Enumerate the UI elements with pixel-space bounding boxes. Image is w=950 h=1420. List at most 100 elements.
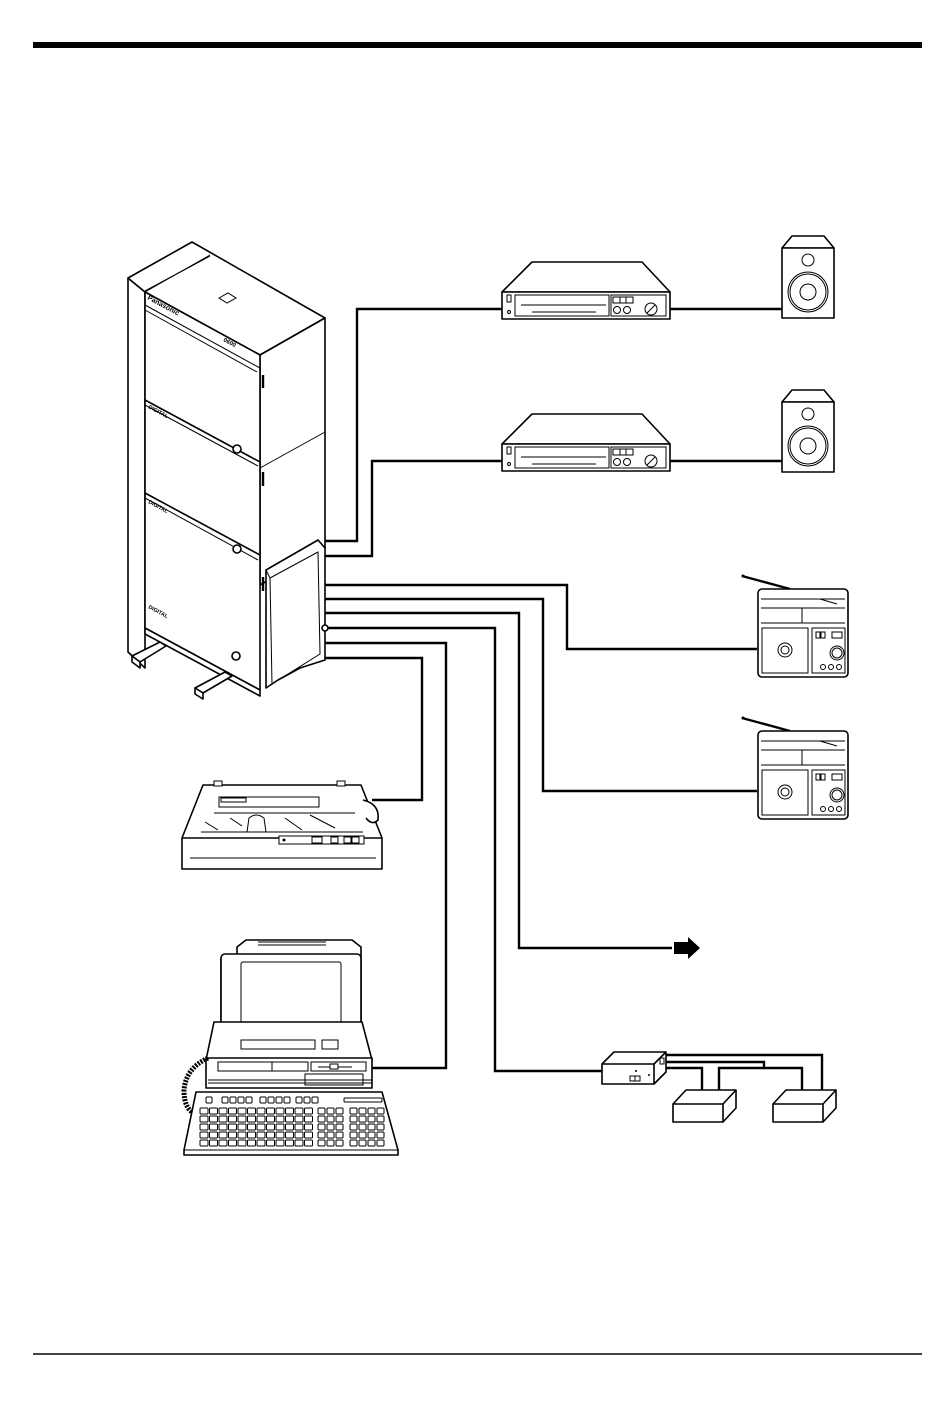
key xyxy=(335,1131,344,1139)
key xyxy=(221,1096,229,1104)
knob-icon xyxy=(623,458,631,466)
key xyxy=(209,1139,218,1147)
amplifier-2[interactable] xyxy=(501,413,671,472)
key xyxy=(349,1107,358,1115)
speaker-2[interactable] xyxy=(781,389,835,473)
key xyxy=(304,1131,313,1139)
key xyxy=(295,1096,303,1104)
key xyxy=(304,1115,313,1123)
key xyxy=(245,1096,253,1104)
key xyxy=(237,1107,247,1115)
cabinet-display: 0600 xyxy=(222,337,237,349)
key xyxy=(367,1115,376,1123)
key xyxy=(199,1139,209,1147)
keyboard-cable xyxy=(181,1055,210,1117)
screw-icon xyxy=(232,444,242,454)
key xyxy=(326,1131,335,1139)
sensor-hub[interactable] xyxy=(601,1051,667,1085)
key xyxy=(256,1131,266,1139)
key xyxy=(199,1107,209,1115)
key xyxy=(228,1139,237,1147)
printer[interactable] xyxy=(181,780,383,870)
key xyxy=(237,1115,247,1123)
key xyxy=(326,1123,335,1131)
key xyxy=(311,1096,319,1104)
key xyxy=(275,1115,285,1123)
key xyxy=(209,1115,218,1123)
key xyxy=(205,1096,213,1104)
key xyxy=(275,1096,283,1104)
monitor-vent xyxy=(258,941,326,946)
knob-icon xyxy=(623,306,631,314)
knob-icon xyxy=(613,306,621,314)
key xyxy=(247,1131,256,1139)
key xyxy=(266,1139,275,1147)
key xyxy=(285,1107,294,1115)
computer[interactable] xyxy=(181,939,399,1156)
key xyxy=(275,1139,285,1147)
key xyxy=(317,1115,326,1123)
sensor-box-2[interactable] xyxy=(772,1089,837,1123)
key xyxy=(304,1107,313,1115)
key xyxy=(326,1115,335,1123)
pbx-cabinet[interactable]: Panasonic 0600 DIGITAL DIGITAL DIGITAL xyxy=(127,241,329,700)
key xyxy=(218,1115,228,1123)
key xyxy=(358,1139,367,1147)
key xyxy=(335,1139,344,1147)
sensor-box-1[interactable] xyxy=(672,1089,737,1123)
key xyxy=(349,1123,358,1131)
keyboard-keys xyxy=(199,1096,385,1147)
key xyxy=(358,1131,367,1139)
key xyxy=(367,1139,376,1147)
key xyxy=(218,1139,228,1147)
amplifier-1[interactable] xyxy=(501,261,671,320)
key xyxy=(317,1123,326,1131)
footer-rule xyxy=(33,1353,922,1355)
knob-icon xyxy=(613,458,621,466)
key xyxy=(367,1131,376,1139)
connection-hub-radio-1 xyxy=(323,583,757,651)
key xyxy=(209,1131,218,1139)
key xyxy=(266,1107,275,1115)
radio-1[interactable] xyxy=(741,574,849,678)
platen-knob-icon xyxy=(362,799,380,824)
connection-hub-sensor-hub xyxy=(323,626,602,1073)
key xyxy=(376,1107,385,1115)
key xyxy=(285,1115,294,1123)
key xyxy=(199,1123,209,1131)
key xyxy=(237,1131,247,1139)
key xyxy=(335,1115,344,1123)
key xyxy=(275,1123,285,1131)
key xyxy=(209,1123,218,1131)
key xyxy=(294,1123,304,1131)
key xyxy=(376,1139,385,1147)
key xyxy=(343,1097,383,1103)
key xyxy=(376,1123,385,1131)
monitor-screen xyxy=(240,961,342,1029)
key xyxy=(237,1096,245,1104)
sensor-hub-links xyxy=(666,1053,824,1090)
key xyxy=(247,1107,256,1115)
key xyxy=(266,1131,275,1139)
key xyxy=(349,1115,358,1123)
key xyxy=(218,1107,228,1115)
key xyxy=(304,1123,313,1131)
key xyxy=(294,1115,304,1123)
screw-icon xyxy=(232,544,242,554)
key xyxy=(209,1107,218,1115)
key xyxy=(237,1139,247,1147)
key xyxy=(317,1131,326,1139)
antenna-icon xyxy=(741,716,791,733)
key xyxy=(266,1123,275,1131)
key xyxy=(335,1107,344,1115)
speaker-1[interactable] xyxy=(781,235,835,319)
key xyxy=(228,1131,237,1139)
cabinet-foot xyxy=(194,671,233,694)
key xyxy=(275,1107,285,1115)
key xyxy=(294,1131,304,1139)
paper-bar xyxy=(218,796,320,808)
screw-icon xyxy=(231,651,241,661)
radio-2[interactable] xyxy=(741,716,849,820)
connection-lines xyxy=(323,307,782,1073)
